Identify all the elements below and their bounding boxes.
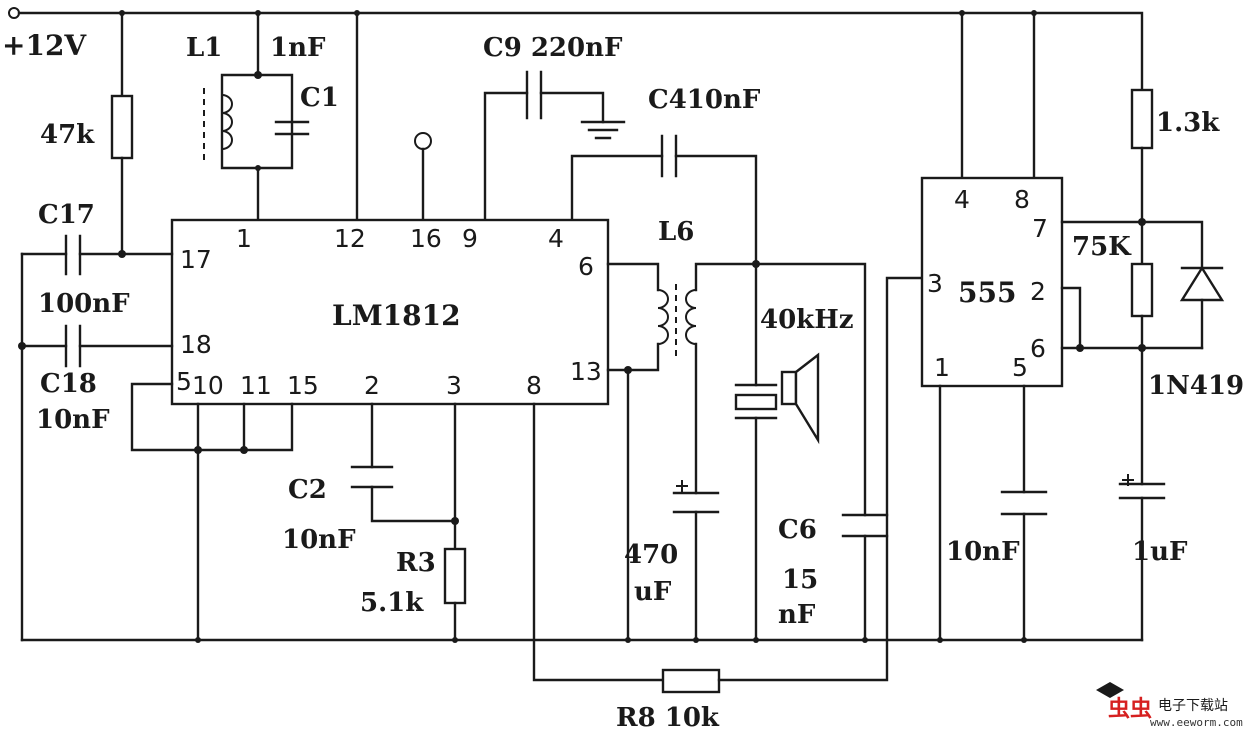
- transducer-label: 40kHz: [760, 305, 854, 335]
- timer-pin-2: 2: [1030, 277, 1046, 306]
- pin-16: 16: [410, 224, 442, 253]
- pin-2: 2: [364, 371, 380, 400]
- r-1-3k-label: 1.3k: [1156, 108, 1220, 138]
- l6-label: L6: [658, 217, 694, 247]
- pin-9: 9: [462, 224, 478, 253]
- pin-15: 15: [287, 371, 319, 400]
- timer-pin-1: 1: [934, 353, 950, 382]
- r3-label: R3: [396, 548, 436, 578]
- c6-label: C6: [778, 515, 817, 545]
- c1-label: C1: [300, 83, 339, 113]
- resistor-r3: [443, 402, 467, 642]
- capacitor-c17: [20, 234, 174, 276]
- ic-main-pins: 1 12 16 9 4 17 18 6 13 5 10 11 15 2 3 8: [176, 224, 602, 400]
- ultrasonic-transducer: [734, 262, 778, 642]
- diode-1n419: [1179, 265, 1225, 350]
- ic-main-name: LM1812: [332, 299, 461, 332]
- ground-junctions: [195, 637, 1027, 643]
- test-point-pin16: [414, 132, 432, 222]
- watermark-logo: 虫虫: [1108, 696, 1152, 722]
- timer-pin-8: 8: [1014, 185, 1030, 214]
- c4-label: C410nF: [648, 85, 761, 115]
- watermark-site-name: 电子下载站: [1158, 698, 1228, 714]
- supply-label: +12V: [2, 29, 87, 62]
- pin-5: 5: [176, 367, 192, 396]
- timer-pin2-pin6-wire: [1060, 286, 1204, 352]
- pin-13: 13: [570, 357, 602, 386]
- timer-pin-3: 3: [927, 269, 943, 298]
- capacitor-c9: [483, 70, 626, 222]
- pin-3: 3: [446, 371, 462, 400]
- c17-value-label: 100nF: [38, 289, 130, 319]
- pin-8: 8: [526, 371, 542, 400]
- resistor-1-3k: [1130, 88, 1154, 266]
- r8-label: R8 10k: [616, 703, 720, 730]
- supply-rail: [8, 7, 1144, 222]
- watermark-url: www.eeworm.com: [1150, 716, 1243, 729]
- c470-label-b: uF: [634, 577, 672, 607]
- transformer-l6: [606, 260, 867, 642]
- r-75k-label: 75K: [1072, 232, 1132, 262]
- pin-12: 12: [334, 224, 366, 253]
- c18-value-label: 10nF: [36, 405, 110, 435]
- timer-pin-6: 6: [1030, 334, 1046, 363]
- graduation-cap-icon: [1096, 682, 1124, 698]
- c9-label: C9 220nF: [483, 33, 623, 63]
- c2-value-label: 10nF: [282, 525, 356, 555]
- ic-lm1812: [170, 218, 610, 406]
- speaker-icon: [780, 352, 820, 445]
- c18-label: C18: [40, 369, 97, 399]
- c6-label-a: 15: [782, 565, 818, 595]
- c-10nf-label: 10nF: [946, 537, 1020, 567]
- r3-value-label: 5.1k: [360, 588, 424, 618]
- ground-pins-network: [130, 382, 294, 642]
- resistor-r8: [532, 276, 924, 694]
- ic-timer-name: 555: [958, 276, 1016, 309]
- c470-label-a: 470: [624, 540, 678, 570]
- c2-label: C2: [288, 475, 327, 505]
- diode-label: 1N419: [1148, 371, 1244, 401]
- pin-18: 18: [180, 330, 212, 359]
- pin-10: 10: [192, 371, 224, 400]
- c6-label-b: nF: [778, 600, 816, 630]
- c-1uf-label: 1uF: [1132, 537, 1188, 567]
- c17-label: C17: [38, 200, 95, 230]
- pin-11: 11: [240, 371, 272, 400]
- l1-c1-tank: [203, 71, 310, 222]
- pin-4: 4: [548, 224, 564, 253]
- c1-value-label: 1nF: [270, 33, 326, 63]
- capacitor-470uf: [672, 480, 720, 642]
- timer-pin-5: 5: [1012, 353, 1028, 382]
- resistor-47k: [110, 94, 134, 256]
- capacitor-1uf: [1118, 474, 1166, 642]
- ic-timer-pins: 4 8 7 3 2 6 1 5: [927, 185, 1048, 382]
- l1-label: L1: [186, 33, 222, 63]
- capacitor-10nf-pin5: [1000, 384, 1048, 642]
- ic-555: [920, 176, 1064, 388]
- capacitor-c18: [18, 324, 174, 368]
- pin-6: 6: [578, 252, 594, 281]
- timer-pin-7: 7: [1032, 214, 1048, 243]
- timer-pin7-wire: [1060, 218, 1204, 270]
- capacitor-c2: [350, 402, 457, 523]
- watermark: 虫虫 电子下载站 www.eeworm.com: [1096, 682, 1243, 729]
- capacitor-c6: [841, 513, 889, 642]
- resistor-47k-label: 47k: [40, 120, 95, 150]
- pin-1: 1: [236, 224, 252, 253]
- pin-17: 17: [180, 245, 212, 274]
- timer-pin-4: 4: [954, 185, 970, 214]
- capacitor-c4: [570, 134, 758, 266]
